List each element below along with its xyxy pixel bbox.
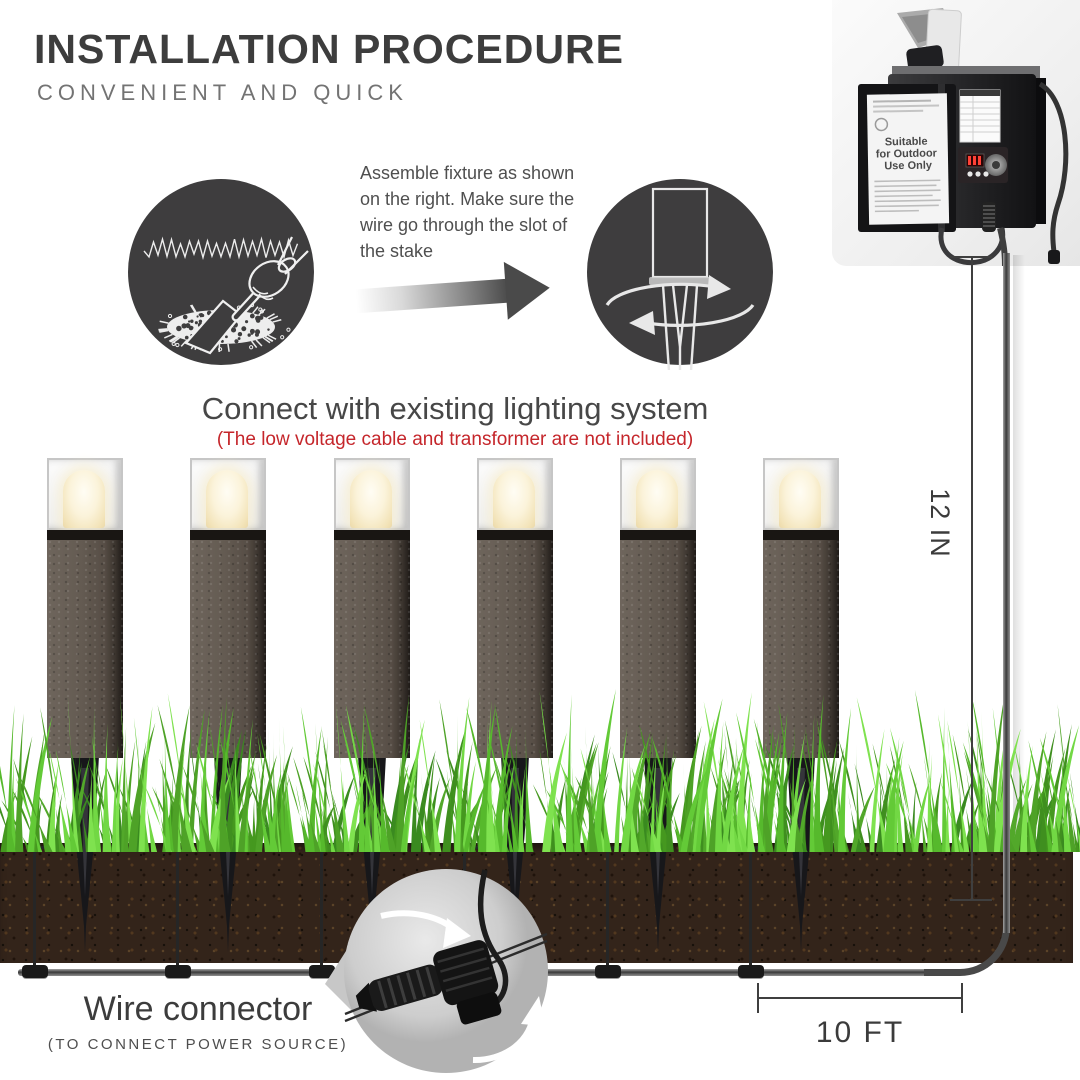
wire-connector-nub (165, 965, 191, 978)
light-body (190, 540, 266, 758)
light-body (47, 540, 123, 758)
height-measure-line (971, 257, 973, 901)
measure-tick (757, 983, 759, 1013)
rotation-arrow-upper (605, 282, 716, 306)
lamp-lens (620, 458, 696, 530)
twist-install-icon (587, 179, 773, 370)
lamp-lens (47, 458, 123, 530)
wire-connector-nub (22, 965, 48, 978)
assembly-instruction: Assemble fixture as shown on the right. … (360, 163, 575, 262)
lamp-lens (763, 458, 839, 530)
light-body (763, 540, 839, 758)
lamp-lens (190, 458, 266, 530)
twist-connector (355, 940, 502, 1025)
rotation-arrow-lower (646, 304, 755, 327)
lamp-collar (477, 530, 553, 540)
arrow-right-icon (355, 278, 509, 314)
connect-heading: Connect with existing lighting system (201, 391, 709, 426)
ground-stake (214, 758, 242, 953)
lamp-collar (620, 530, 696, 540)
led-glow (779, 470, 821, 528)
led-glow (350, 470, 392, 528)
svg-text:Suitable for Outdoor: Suitable for Outdoor Use Only (876, 135, 941, 172)
led-glow (206, 470, 248, 528)
lamp-collar (190, 530, 266, 540)
measure-tick (961, 983, 963, 1013)
drop-wire (477, 869, 509, 1013)
cable-wall-shadow (1013, 255, 1025, 905)
fixture-outline (651, 187, 709, 279)
path-light (47, 458, 123, 958)
spacing-measure-label: 10 FT (815, 1016, 905, 1049)
spacing-measure-line (757, 997, 963, 999)
path-light (763, 458, 839, 958)
ground-stake (787, 758, 815, 953)
power-plug (906, 45, 944, 71)
light-body (334, 540, 410, 758)
wire-connector-nub (595, 965, 621, 978)
trowel-digging-icon (128, 179, 314, 365)
main-cable-vertical (1003, 253, 1010, 933)
control-panel (958, 147, 1008, 183)
wire-connector-nub (738, 965, 764, 978)
led-glow (636, 470, 678, 528)
lamp-lens (334, 458, 410, 530)
led-glow (493, 470, 535, 528)
instruction-chart (959, 89, 1001, 143)
led-glow (63, 470, 105, 528)
lamp-collar (763, 530, 839, 540)
path-light (620, 458, 696, 958)
wire-connector-nub (309, 965, 335, 978)
measure-tick (950, 899, 992, 901)
light-body (620, 540, 696, 758)
page-subtitle: CONVENIENT AND QUICK (37, 80, 408, 105)
height-measure-label: 12 IN (925, 488, 955, 558)
page-title: INSTALLATION PROCEDURE (34, 26, 624, 72)
lamp-lens (477, 458, 553, 530)
lamp-collar (47, 530, 123, 540)
wire-connector-sublabel: (TO CONNECT POWER SOURCE) (47, 1036, 349, 1053)
ground-stake (644, 758, 672, 953)
ground-stake (71, 758, 99, 953)
wire-connector-label: Wire connector (83, 990, 313, 1028)
lamp-collar (334, 530, 410, 540)
wire-connector-zoom-icon (325, 869, 548, 1073)
light-body (477, 540, 553, 758)
path-light (190, 458, 266, 958)
measure-tick (950, 256, 992, 258)
main-cable-corner (924, 925, 1010, 976)
transformer-graphic: Suitable for Outdoor Use Only (858, 8, 1069, 266)
not-included-note: (The low voltage cable and transformer a… (216, 429, 694, 450)
stake-fork (661, 284, 699, 370)
